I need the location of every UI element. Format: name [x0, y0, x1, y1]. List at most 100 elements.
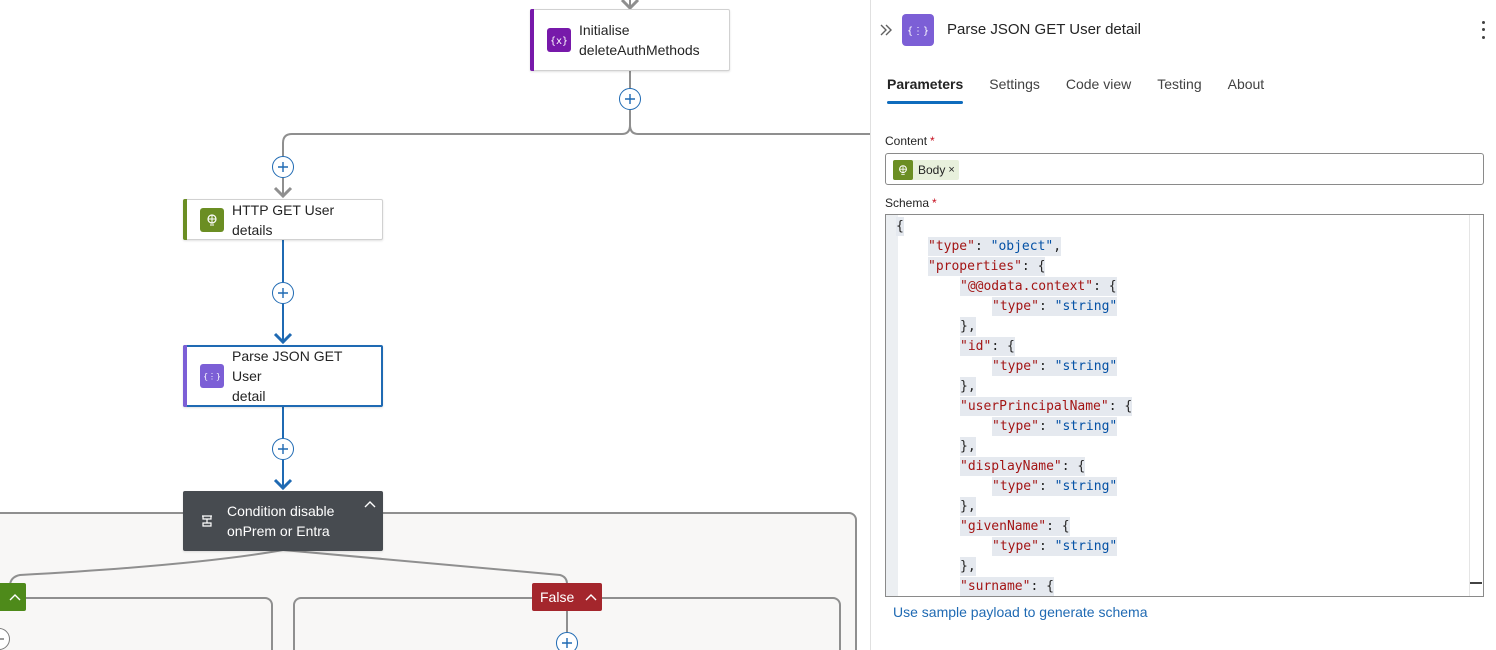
chevron-up-icon[interactable] — [580, 592, 602, 602]
more-options-button[interactable] — [1475, 19, 1491, 41]
svg-text:{⋮}: {⋮} — [908, 26, 928, 37]
code-token: }, — [960, 379, 976, 394]
code-token: : — [974, 239, 991, 254]
add-step-button[interactable] — [556, 632, 578, 650]
workflow-canvas[interactable]: {x} Initialise deleteAuthMethods HTTP GE… — [0, 0, 870, 650]
parse-json-icon: {⋮} — [200, 364, 224, 388]
code-token: : { — [1021, 259, 1046, 274]
node-label-line: deleteAuthMethods — [579, 42, 700, 58]
svg-text:{x}: {x} — [551, 36, 567, 47]
code-token: "displayName" — [960, 459, 1062, 474]
branch-label-text: False — [540, 589, 575, 605]
remove-token-button[interactable]: × — [948, 164, 955, 176]
code-segment: "type": "string" — [992, 477, 1118, 496]
schema-field-label: Schema* — [885, 196, 937, 210]
panel-title[interactable]: Parse JSON GET User detail — [947, 21, 1141, 38]
code-token: : — [1038, 299, 1055, 314]
http-globe-icon — [893, 160, 913, 180]
code-token: "surname" — [960, 579, 1031, 594]
code-segment: "userPrincipalName": { — [960, 397, 1133, 416]
tab-code-view[interactable]: Code view — [1065, 76, 1132, 92]
tab-parameters[interactable]: Parameters — [887, 74, 964, 104]
add-step-button[interactable] — [272, 156, 294, 178]
tab-about[interactable]: About — [1227, 76, 1265, 92]
add-step-button[interactable] — [272, 282, 294, 304]
node-label-line: Condition disable — [227, 503, 335, 519]
code-token: : { — [1108, 399, 1133, 414]
add-step-button[interactable] — [272, 438, 294, 460]
condition-node[interactable]: Condition disable onPrem or Entra — [183, 491, 383, 551]
code-line: "surname": { — [896, 577, 1132, 596]
body-token[interactable]: Body × — [893, 160, 959, 180]
editor-scrollbar[interactable] — [1469, 215, 1483, 596]
code-line: "type": "string" — [896, 477, 1132, 497]
code-token: "string" — [1054, 299, 1118, 314]
code-line: "type": "string" — [896, 297, 1132, 317]
node-label: Parse JSON GET User detail — [232, 346, 381, 406]
code-token: : { — [1093, 279, 1117, 294]
http-get-node[interactable]: HTTP GET User details — [183, 199, 383, 240]
node-label-line: onPrem or Entra — [227, 523, 330, 539]
code-token: : — [1038, 479, 1055, 494]
panel-tabs: Parameters Settings Code view Testing Ab… — [887, 74, 1290, 104]
true-branch-container — [0, 597, 273, 650]
code-segment: "type": "string" — [992, 357, 1118, 376]
plus-icon — [278, 288, 288, 298]
code-token: "@@odata.context" — [960, 279, 1094, 294]
field-label-text: Schema — [885, 196, 930, 210]
node-label-line: detail — [232, 388, 266, 404]
node-label: Initialise deleteAuthMethods — [579, 20, 710, 60]
code-segment: }, — [960, 437, 976, 456]
add-step-button[interactable] — [619, 88, 641, 110]
schema-code-editor[interactable]: {"type": "object","properties": {"@@odat… — [885, 214, 1484, 597]
code-segment: "type": "string" — [992, 537, 1118, 556]
collapse-panel-button[interactable] — [877, 20, 895, 40]
tab-testing[interactable]: Testing — [1157, 76, 1202, 92]
code-line: { — [896, 217, 1132, 237]
code-token: : { — [1030, 579, 1054, 594]
code-token: "properties" — [928, 259, 1022, 274]
code-token: }, — [960, 319, 976, 334]
tab-settings[interactable]: Settings — [989, 76, 1040, 92]
code-token: }, — [960, 559, 976, 574]
parse-json-node[interactable]: {⋮} Parse JSON GET User detail — [183, 345, 383, 407]
dot — [1481, 28, 1485, 32]
code-segment: "type": "string" — [992, 417, 1118, 436]
content-input[interactable]: Body × — [885, 153, 1484, 185]
false-branch-label[interactable]: False — [532, 583, 603, 611]
initialise-variable-node[interactable]: {x} Initialise deleteAuthMethods — [530, 9, 730, 71]
code-token: "userPrincipalName" — [960, 399, 1109, 414]
code-segment: }, — [960, 497, 976, 516]
code-line: "id": { — [896, 337, 1132, 357]
plus-icon — [278, 444, 288, 454]
code-line: "type": "string" — [896, 537, 1132, 557]
chevron-up-icon[interactable] — [4, 592, 26, 602]
code-token: : { — [1046, 519, 1070, 534]
field-label-text: Content — [885, 134, 928, 148]
code-segment: }, — [960, 317, 976, 336]
true-branch-label[interactable] — [0, 583, 26, 611]
code-token: : { — [991, 339, 1015, 354]
code-line: "givenName": { — [896, 517, 1132, 537]
code-token: "givenName" — [960, 519, 1047, 534]
chevron-up-icon[interactable] — [363, 499, 377, 509]
code-token: : { — [1061, 459, 1086, 474]
code-token: : — [1038, 419, 1055, 434]
code-token: "type" — [992, 539, 1039, 554]
code-line: }, — [896, 437, 1132, 457]
node-accent — [183, 345, 187, 407]
condition-icon — [195, 509, 219, 533]
code-token: "type" — [928, 239, 975, 254]
code-token: "string" — [1054, 419, 1118, 434]
code-segment: }, — [960, 377, 976, 396]
editor-gutter — [886, 215, 898, 596]
action-details-panel: {⋮} Parse JSON GET User detail Parameter… — [870, 0, 1496, 650]
required-mark: * — [930, 134, 935, 148]
parse-json-icon: {⋮} — [902, 14, 934, 46]
code-token: }, — [960, 439, 976, 454]
code-line: "@@odata.context": { — [896, 277, 1132, 297]
code-segment: { — [896, 217, 904, 236]
use-sample-payload-link[interactable]: Use sample payload to generate schema — [893, 604, 1148, 620]
panel-header: {⋮} Parse JSON GET User detail — [871, 0, 1496, 60]
code-token: , — [1053, 239, 1062, 254]
